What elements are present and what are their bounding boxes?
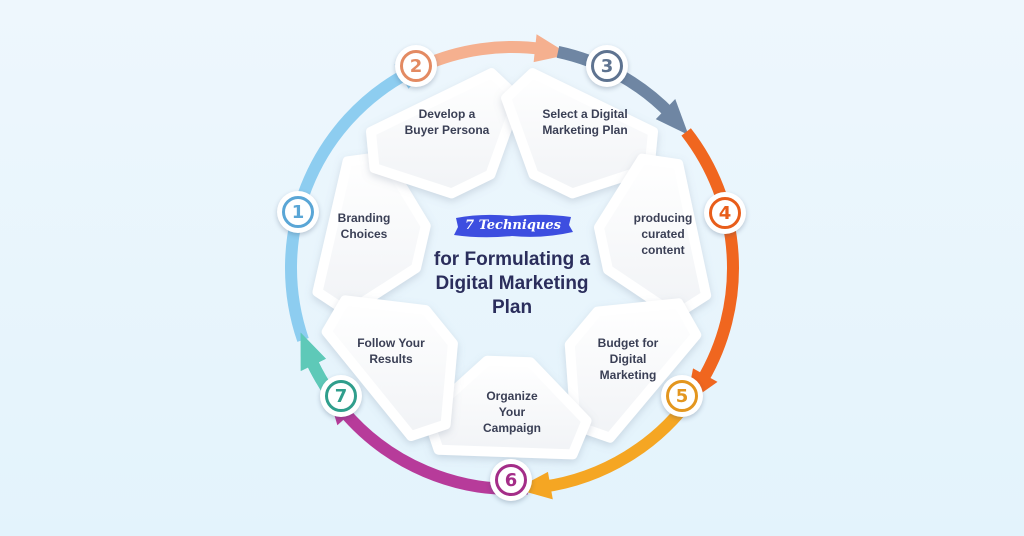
step-6-number: 6 (495, 464, 527, 496)
arc-segment-4 (681, 128, 739, 385)
arrow-head-3 (655, 98, 689, 135)
step-3-label: Select a Digital Marketing Plan (542, 107, 628, 137)
center-title: for Formulating a Digital Marketing Plan (433, 249, 591, 318)
arc-segment-1 (285, 67, 412, 342)
step-1-badge: 1 (277, 191, 319, 233)
step-card-7 (321, 295, 458, 441)
techniques-badge: 7 Techniques (452, 212, 574, 240)
badge-text: 7 Techniques (465, 218, 561, 233)
arrow-head-5 (515, 471, 553, 500)
step-2-number: 2 (400, 50, 432, 82)
step-5-label: Budget for Digital Marketing (597, 336, 659, 382)
step-7-label: Follow Your Results (357, 336, 425, 366)
arrow-head-7 (300, 332, 326, 372)
step-1-number: 1 (282, 196, 314, 228)
step-4-label: producing curated content (633, 211, 693, 257)
step-6-badge: 6 (490, 459, 532, 501)
arc-segment-2 (419, 41, 544, 72)
step-4-number: 4 (709, 197, 741, 229)
step-6-label: Organize Your Campaign (482, 389, 541, 435)
step-2-badge: 2 (395, 45, 437, 87)
step-4-badge: 4 (704, 192, 746, 234)
step-3-badge: 3 (586, 45, 628, 87)
step-7-number: 7 (325, 380, 357, 412)
step-1-label: Branding Choices (337, 211, 391, 241)
step-2-label: Develop a Buyer Persona (404, 107, 490, 137)
step-7-badge: 7 (320, 375, 362, 417)
brush-stroke-shape (454, 214, 573, 238)
step-5-badge: 5 (661, 375, 703, 417)
step-3-number: 3 (591, 50, 623, 82)
step-5-number: 5 (666, 380, 698, 412)
step-cards (312, 68, 712, 460)
